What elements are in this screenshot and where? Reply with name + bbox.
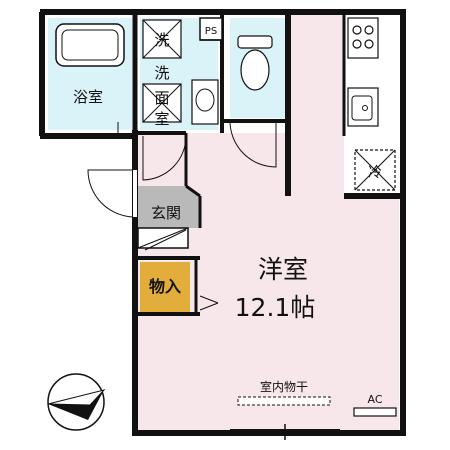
bathtub <box>55 23 125 67</box>
doors <box>87 120 340 440</box>
ps-label: PS <box>205 26 217 37</box>
western-room-floor-mid <box>186 133 290 203</box>
indoor-drying-label: 室内物干 <box>260 379 308 394</box>
storage-label: 物入 <box>149 277 181 296</box>
fridge-label: 冷 <box>368 165 382 181</box>
washroom-label-3: 室 <box>154 110 169 128</box>
stove <box>347 17 379 59</box>
washer-label: 洗 <box>154 31 169 49</box>
entrance-floor <box>138 186 200 228</box>
toilet-tank <box>237 35 273 49</box>
washroom-label-2: 面 <box>154 89 169 107</box>
ac-label: AC <box>367 393 382 406</box>
walls <box>39 9 406 436</box>
western-room-size: 12.1帖 <box>235 293 316 322</box>
bathroom-label: 浴室 <box>73 88 103 106</box>
storage-floor <box>140 262 190 312</box>
air-conditioner <box>353 407 397 417</box>
entrance-label: 玄関 <box>151 204 181 222</box>
western-room-label: 洋室 <box>258 255 308 284</box>
toilet-door-swing <box>229 120 277 168</box>
front-door-swing <box>87 169 136 218</box>
compass-icon <box>47 373 106 431</box>
toilet-bowl <box>240 49 270 91</box>
washroom-label-1: 洗 <box>154 64 169 82</box>
washroom-door-swing <box>142 135 187 181</box>
indoor-drying-rail <box>237 396 331 406</box>
western-room-floor-upper <box>290 12 344 196</box>
